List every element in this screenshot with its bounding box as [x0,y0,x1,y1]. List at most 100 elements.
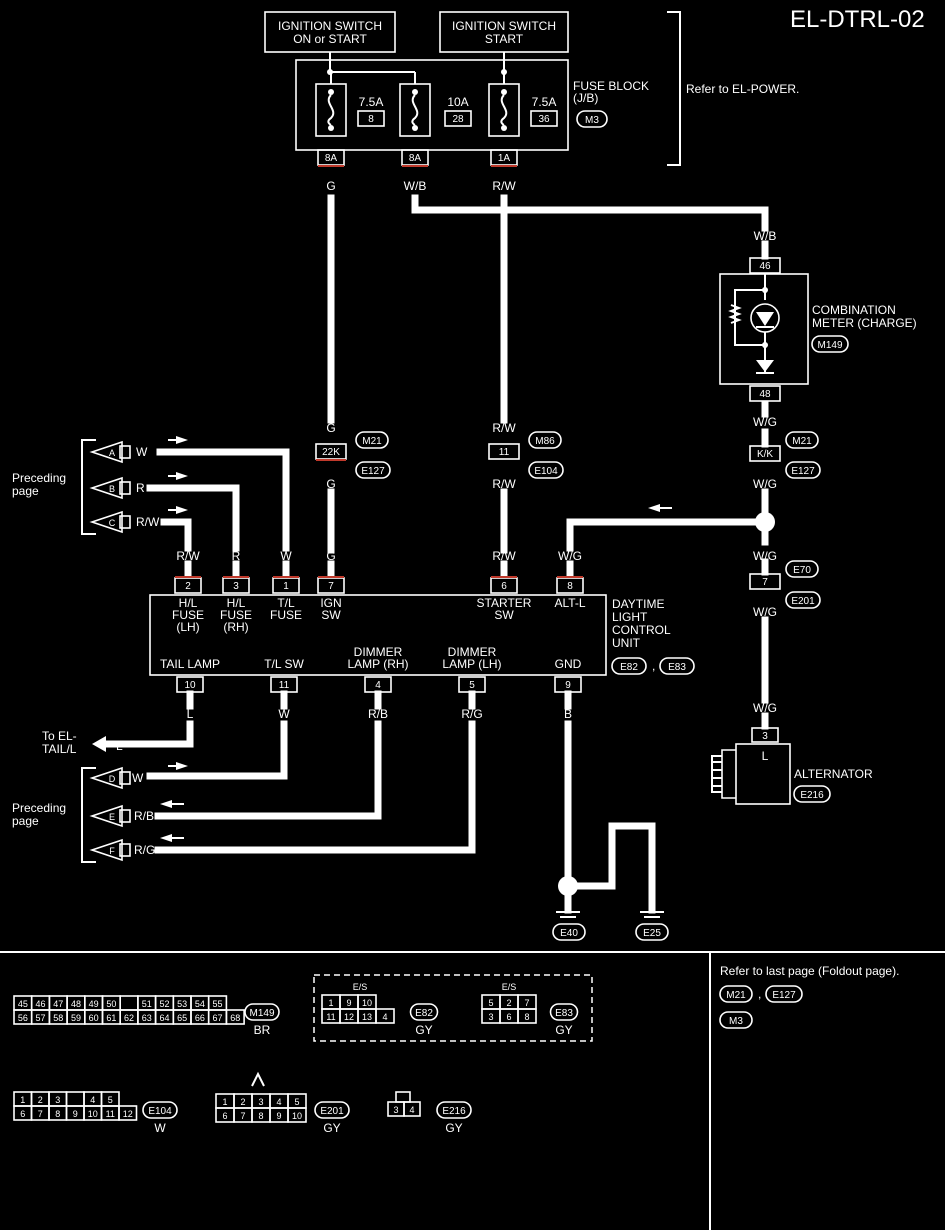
svg-text:5: 5 [108,1095,113,1105]
wire-label: R/W [492,549,516,563]
fuse-2-rating: 10A [447,95,468,109]
svg-text:B: B [564,843,572,857]
refer-conn: M3 [729,1016,743,1027]
refer-last-page: Refer to last page (Foldout page). [720,964,899,978]
unit-pin-label: ALT-L [554,596,585,610]
fuse-block-label: FUSE BLOCK(J/B) [573,79,649,105]
svg-text:3: 3 [488,1012,493,1022]
svg-text:63: 63 [142,1013,152,1023]
svg-text:6: 6 [506,1012,511,1022]
svg-text:W/G: W/G [753,477,777,491]
unit-pin-label: T/L SW [264,657,304,671]
joint-g: G 22K M21 E127 G [315,421,391,491]
svg-text:51: 51 [142,999,152,1009]
svg-text:GY: GY [323,1121,340,1135]
svg-text:W: W [132,771,144,785]
svg-text:R/W: R/W [492,421,516,435]
svg-text:W/G: W/G [753,701,777,715]
meter-connector: M149 [817,340,842,351]
svg-text:6: 6 [222,1111,227,1121]
svg-text:50: 50 [106,999,116,1009]
svg-text:2: 2 [240,1097,245,1107]
svg-text:GY: GY [555,1023,572,1037]
fuse-block-connector: M3 [585,115,599,126]
svg-text:E/S: E/S [502,982,517,992]
svg-text:BR: BR [254,1023,271,1037]
svg-text:1: 1 [328,998,333,1008]
svg-text:E201: E201 [320,1106,344,1117]
svg-text:1: 1 [20,1095,25,1105]
unit-pin-top: 7 [328,581,334,592]
wire-label: W/G [753,415,777,429]
joint-wg: K/K M21 E127 W/G [749,428,821,491]
svg-text:9: 9 [276,1111,281,1121]
svg-text:M86: M86 [535,436,555,447]
svg-text:W: W [136,445,148,459]
svg-text:E/S: E/S [353,982,368,992]
svg-text:E216: E216 [442,1106,466,1117]
svg-text:5: 5 [294,1097,299,1107]
svg-text:22K: 22K [322,447,340,458]
svg-text:11: 11 [106,1109,115,1119]
svg-text:13: 13 [362,1012,372,1022]
svg-text:4: 4 [90,1095,95,1105]
svg-text:11: 11 [326,1012,335,1022]
wire-label: R/W [492,179,516,193]
wire-label: L [187,707,194,721]
to-tail-label: To EL-TAIL/L [42,729,77,756]
diagram-id: EL-DTRL-02 [790,6,925,33]
svg-text:L: L [762,749,769,763]
svg-text:3: 3 [762,731,768,742]
fuse-1-number: 8 [368,114,374,125]
daytime-light-control-unit [149,594,607,676]
svg-text:1: 1 [222,1097,227,1107]
fuse-2-terminal: 8A [409,153,422,164]
svg-text:9: 9 [346,998,351,1008]
unit-pin-bottom: 5 [469,680,475,691]
svg-text:E82: E82 [415,1008,433,1019]
svg-text:56: 56 [18,1013,28,1023]
svg-text:E127: E127 [361,466,385,477]
wire-label: G [326,549,335,563]
wire-label: R/B [368,707,388,721]
refer-conn: M21 [726,990,746,1001]
wire-label: W/B [754,229,777,243]
unit-pin-label: GND [555,657,582,671]
fuse-1 [315,72,347,137]
unit-connector-e82: E82 [620,662,638,673]
svg-text:57: 57 [36,1013,46,1023]
svg-text:7: 7 [38,1109,43,1119]
svg-text:E70: E70 [793,565,811,576]
svg-text:7: 7 [240,1111,245,1121]
svg-text:R/B: R/B [134,809,154,823]
svg-text:,: , [652,659,655,673]
svg-text:55: 55 [213,999,223,1009]
wire-label: R/G [461,707,482,721]
svg-text:53: 53 [177,999,187,1009]
ground-e25: E25 [643,928,661,939]
svg-text:E83: E83 [555,1008,573,1019]
wire-label: W/B [404,179,427,193]
svg-text:4: 4 [382,1012,387,1022]
svg-text:47: 47 [53,999,63,1009]
unit-pin-bottom: 4 [375,680,381,691]
svg-text:GY: GY [445,1121,462,1135]
svg-text:K/K: K/K [757,449,773,460]
svg-text:7: 7 [524,998,529,1008]
svg-text:A: A [109,448,115,458]
svg-text:45: 45 [18,999,28,1009]
svg-text:5: 5 [488,998,493,1008]
svg-text:60: 60 [89,1013,99,1023]
fuse-1-rating: 7.5A [359,95,384,109]
joint-e70: W/G 7 E70 E201 W/G [749,549,821,619]
svg-text:B: B [109,484,115,494]
